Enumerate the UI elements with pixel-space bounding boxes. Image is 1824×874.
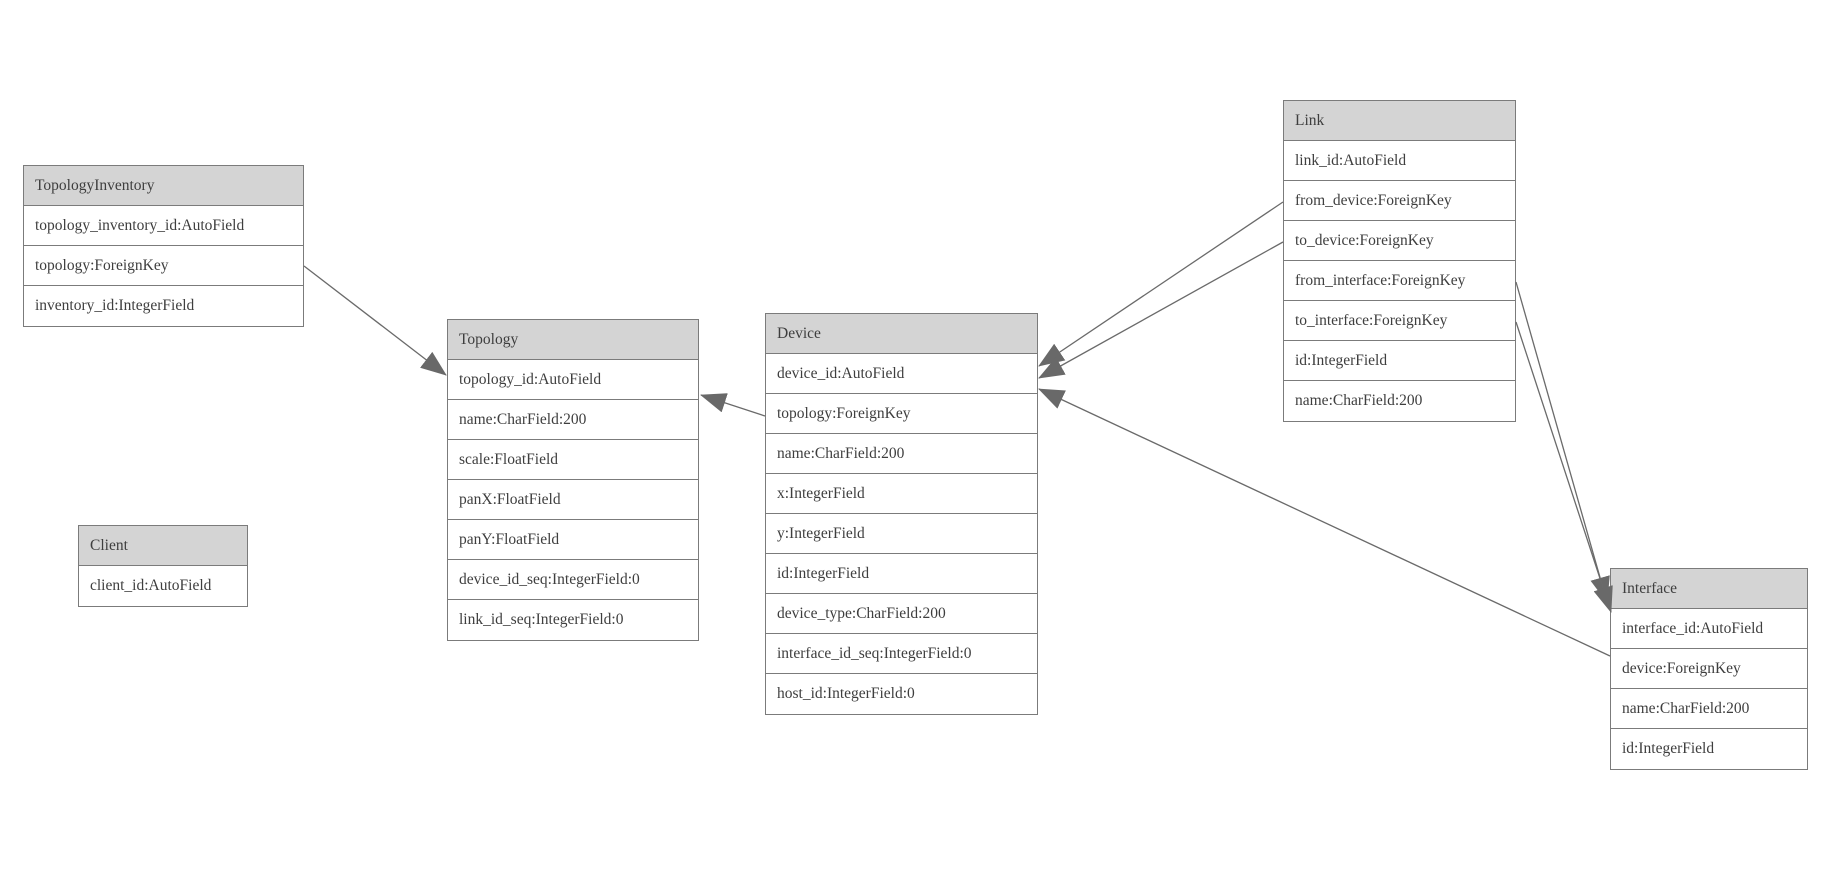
edge-link-todevice-device (1038, 241, 1284, 379)
field-row: scale:FloatField (448, 440, 698, 480)
edge-topologyinventory-topology (303, 265, 447, 376)
entity-device: Device device_id:AutoField topology:Fore… (765, 313, 1038, 715)
field-row: topology:ForeignKey (766, 394, 1037, 434)
field-row: id:IntegerField (1284, 341, 1515, 381)
field-row: panY:FloatField (448, 520, 698, 560)
field-row: y:IntegerField (766, 514, 1037, 554)
field-row: name:CharField:200 (766, 434, 1037, 474)
field-row: device_type:CharField:200 (766, 594, 1037, 634)
field-row: from_device:ForeignKey (1284, 181, 1515, 221)
entity-interface: Interface interface_id:AutoField device:… (1610, 568, 1808, 770)
field-row: interface_id_seq:IntegerField:0 (766, 634, 1037, 674)
field-row: name:CharField:200 (448, 400, 698, 440)
entity-header: Client (79, 526, 247, 566)
field-row: client_id:AutoField (79, 566, 247, 606)
entity-header: Link (1284, 101, 1515, 141)
edge-device-topology (700, 393, 766, 417)
entity-client: Client client_id:AutoField (78, 525, 248, 607)
entity-topologyinventory: TopologyInventory topology_inventory_id:… (23, 165, 304, 327)
entity-header: Interface (1611, 569, 1807, 609)
field-row: to_interface:ForeignKey (1284, 301, 1515, 341)
field-row: to_device:ForeignKey (1284, 221, 1515, 261)
field-row: inventory_id:IntegerField (24, 286, 303, 326)
entity-header: Device (766, 314, 1037, 354)
field-row: panX:FloatField (448, 480, 698, 520)
field-row: link_id_seq:IntegerField:0 (448, 600, 698, 640)
field-row: name:CharField:200 (1611, 689, 1807, 729)
edge-interface-device (1038, 388, 1611, 657)
field-row: device:ForeignKey (1611, 649, 1807, 689)
field-row: x:IntegerField (766, 474, 1037, 514)
entity-header: Topology (448, 320, 698, 360)
field-row: interface_id:AutoField (1611, 609, 1807, 649)
field-row: device_id_seq:IntegerField:0 (448, 560, 698, 600)
field-row: device_id:AutoField (766, 354, 1037, 394)
entity-topology: Topology topology_id:AutoField name:Char… (447, 319, 699, 641)
entity-link: Link link_id:AutoField from_device:Forei… (1283, 100, 1516, 422)
edge-link-fromdevice-device (1038, 201, 1284, 367)
edge-link-frominterface-interface (1515, 281, 1610, 603)
field-row: host_id:IntegerField:0 (766, 674, 1037, 714)
field-row: id:IntegerField (1611, 729, 1807, 769)
field-row: topology_inventory_id:AutoField (24, 206, 303, 246)
field-row: topology:ForeignKey (24, 246, 303, 286)
field-row: name:CharField:200 (1284, 381, 1515, 421)
entity-header: TopologyInventory (24, 166, 303, 206)
field-row: topology_id:AutoField (448, 360, 698, 400)
field-row: link_id:AutoField (1284, 141, 1515, 181)
edge-link-tointerface-interface (1515, 321, 1613, 613)
field-row: from_interface:ForeignKey (1284, 261, 1515, 301)
field-row: id:IntegerField (766, 554, 1037, 594)
